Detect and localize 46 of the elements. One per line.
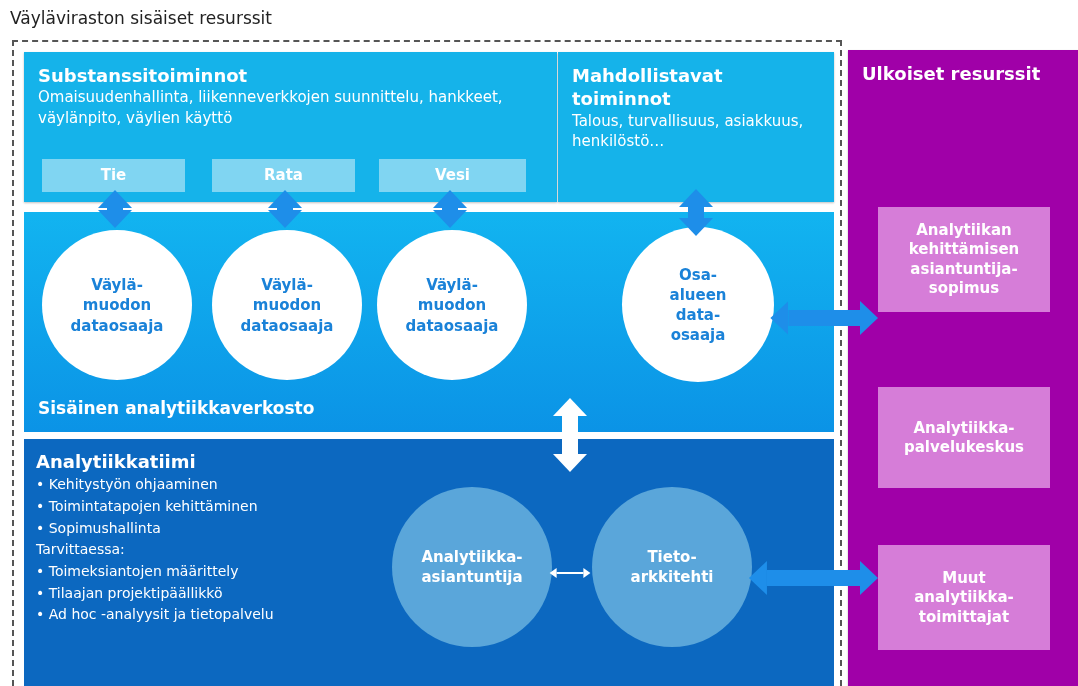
double-arrow: [748, 561, 878, 595]
role-label: Väylä- muodon dataosaaja: [239, 274, 335, 336]
panel-heading: Mahdollistavat toiminnot: [572, 64, 724, 111]
role-label: Väylä- muodon dataosaaja: [69, 274, 165, 336]
role-label: Osa- alueen data- osaaja: [668, 264, 728, 345]
panel-heading: Substanssitoiminnot: [38, 64, 249, 88]
panel-heading: Sisäinen analytiikkaverkosto: [38, 398, 315, 418]
double-arrow: [553, 398, 587, 472]
external-panel: [848, 50, 1078, 686]
double-arrow: [549, 568, 591, 578]
box-label: Muut analytiikka- toimittajat: [913, 568, 1015, 627]
panel-heading: Ulkoiset resurssit: [862, 62, 1042, 86]
role-label: Tieto- arkkitehti: [629, 546, 715, 588]
network-band: [24, 212, 834, 432]
panel: [558, 52, 834, 202]
resource-box: [878, 207, 1050, 312]
double-arrow: [770, 301, 878, 335]
description-text: Omaisuudenhallinta, liikenneverkkojen suunnittelu, hankkeet, väylänpito, väylien käyttö: [38, 87, 504, 128]
box-label: Analytiikan kehittämisen asiantuntija- sopimus: [907, 220, 1021, 299]
double-arrow: [679, 189, 713, 236]
group-heading: Väyläviraston sisäiset resurssit: [10, 8, 272, 28]
resource-box: [878, 545, 1050, 650]
double-arrow: [98, 190, 132, 228]
tag-box: [212, 159, 355, 192]
resource-box: [878, 387, 1050, 488]
tag-box: [42, 159, 185, 192]
description-text: Talous, turvallisuus, asiakkuus, henkilöstö…: [572, 110, 805, 152]
list-item: • Toimeksiantojen määrittely: [36, 561, 240, 581]
list-item: • Ad hoc -analyysit ja tietopalvelu: [36, 605, 275, 625]
team-panel: [24, 439, 834, 686]
role-label: Analytiikka- asiantuntija: [420, 546, 524, 588]
tag-box: [379, 159, 526, 192]
panel: [24, 52, 557, 202]
list-item: • Toimintatapojen kehittäminen: [36, 496, 259, 516]
panel-heading: Analytiikkatiimi: [36, 450, 197, 474]
box-label: Tie: [99, 165, 128, 186]
list-item: • Kehitystyön ohjaaminen: [36, 475, 219, 495]
double-arrow: [433, 190, 467, 228]
list-item: Tarvittaessa:: [36, 540, 126, 560]
double-arrow: [268, 190, 302, 228]
box-label: Vesi: [433, 165, 471, 186]
role-label: Väylä- muodon dataosaaja: [404, 274, 500, 336]
list-item: • Sopimushallinta: [36, 518, 162, 538]
list-item: • Tilaajan projektipäällikkö: [36, 583, 224, 603]
box-label: Rata: [263, 165, 304, 186]
box-label: Analytiikka- palvelukeskus: [903, 418, 1025, 457]
